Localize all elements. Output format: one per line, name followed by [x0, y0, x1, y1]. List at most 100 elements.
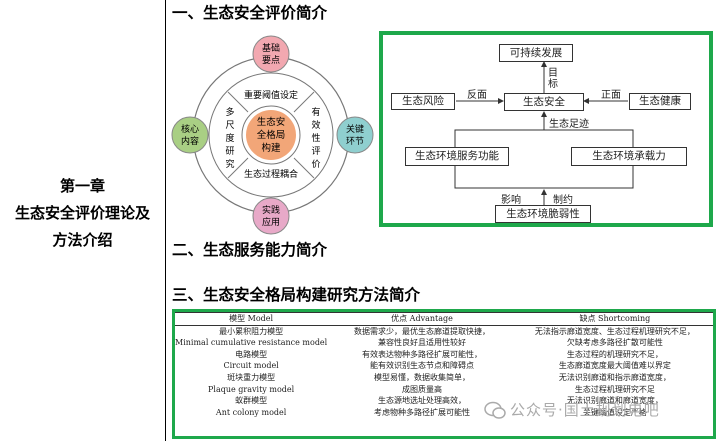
divider-line-tr — [293, 91, 315, 113]
box-capacity: 生态环境承载力 — [571, 147, 687, 166]
table-row: Minimal cumulative resistance model 兼容性良… — [175, 337, 713, 349]
table-cell: 有效表达物种多路径扩展可能性， — [361, 349, 482, 359]
table-cell: 蚁群模型 — [235, 396, 268, 406]
label-target-char: 标 — [548, 79, 558, 90]
ring-label-right: 有 效 性 评 价 — [311, 106, 320, 170]
table-cell: 电路模型 — [235, 349, 268, 359]
table-header-row: 模型 Model 优点 Advantage 缺点 Shortcoming — [175, 312, 713, 326]
column-divider — [165, 0, 166, 441]
ring-left-char: 尺 — [225, 120, 234, 131]
security-pattern-diagram: 生态安 全格局 构建 重要阈值设定 生态过程耦合 多 尺 度 研 究 有 效 性… — [171, 35, 374, 235]
chapter-name-line1: 生态安全评价理论及 — [14, 204, 150, 222]
box-security: 生态安全 — [504, 93, 584, 111]
node-left — [171, 116, 209, 154]
center-text-2: 全格局 — [257, 129, 286, 141]
ring-right-char: 价 — [311, 159, 320, 170]
center-node — [246, 110, 296, 160]
table-cell: 模型易懂，数据收集简单， — [373, 372, 470, 382]
box-risk: 生态风险 — [391, 93, 455, 110]
node-top — [252, 35, 290, 73]
node-right-text-2: 环节 — [346, 136, 364, 147]
header-shortcoming: 缺点 Shortcoming — [579, 314, 651, 323]
section-title-3: 三、生态安全格局构建研究方法简介 — [172, 286, 421, 304]
node-top-text-1: 基础 — [262, 42, 280, 54]
header-advantage: 优点 Advantage — [391, 314, 453, 323]
table-cell: 生态廊道宽度最大阈值难以界定 — [558, 361, 671, 371]
table-cell: 数据需求少，最优生态廊道提取快捷， — [353, 326, 490, 336]
left-column: 第一章 生态安全评价理论及 方法介绍 — [0, 0, 165, 441]
table-cell: 生态过程机理研究不足 — [574, 384, 655, 394]
table-cell: Circuit model — [223, 361, 279, 371]
table-row: 斑块重力模型 模型易懂，数据收集简单， 无法识别廊道和指示廊道宽度， — [175, 372, 713, 384]
ring-left-char: 多 — [225, 106, 234, 118]
ring-right-char: 有 — [311, 106, 320, 118]
ecological-security-flowchart: 可持续发展 目 标 生态风险 反面 生态安全 正面 生态健康 生态足迹 生态环境… — [379, 31, 713, 227]
flowchart-arrows — [454, 61, 634, 206]
table-cell: 无法指示廊道宽度、生态过程机理研究不足， — [534, 326, 695, 336]
label-positive: 正面 — [601, 90, 621, 101]
table-cell: 最小累积阻力模型 — [219, 326, 284, 336]
divider-line-tl — [227, 91, 249, 113]
node-bottom-text-2: 应用 — [262, 216, 280, 228]
ring-label-bottom: 生态过程耦合 — [244, 168, 298, 180]
ring-right-char: 性 — [311, 132, 320, 144]
watermark-text: 公众号·国土规划电吧 — [510, 401, 660, 419]
node-left-text-2: 内容 — [181, 135, 199, 147]
table-cell: 兼容性良好且适用性较好 — [377, 338, 466, 348]
ring-label-left: 多 尺 度 研 究 — [225, 106, 234, 170]
divider-line-bl — [227, 157, 249, 179]
methods-table-container: 模型 Model 优点 Advantage 缺点 Shortcoming 最小累… — [175, 312, 713, 436]
table-cell: 考虑物种多路径扩展可能性 — [373, 407, 470, 417]
table-cell: 关键阈值设定严格 — [582, 407, 647, 417]
box-service: 生态环境服务功能 — [405, 147, 509, 166]
section-title-1: 一、生态安全评价简介 — [172, 4, 328, 22]
table-cell: 无法识别廊道和廊道宽度， — [566, 396, 663, 406]
label-footprint: 生态足迹 — [549, 119, 589, 130]
flowchart-canvas: 可持续发展 目 标 生态风险 反面 生态安全 正面 生态健康 生态足迹 生态环境… — [383, 35, 709, 223]
ring-label-top: 重要阈值设定 — [244, 89, 298, 101]
table-row: 蚁群模型 生态源地选址处理高效， 无法识别廊道和廊道宽度， — [175, 395, 713, 407]
chapter-number: 第一章 — [59, 177, 105, 195]
divider-line-br — [293, 157, 315, 179]
section-title-2: 二、生态服务能力简介 — [172, 241, 328, 259]
table-row: 电路模型 有效表达物种多路径扩展可能性， 生态过程的机理研究不足， — [175, 349, 713, 361]
wechat-icon — [484, 401, 506, 419]
node-bottom — [252, 197, 290, 235]
table-row: Ant colony model 考虑物种多路径扩展可能性 关键阈值设定严格 — [175, 407, 713, 419]
ring-right-char: 效 — [311, 119, 320, 131]
ring-left-char: 研 — [225, 146, 234, 157]
box-health: 生态健康 — [629, 93, 691, 110]
node-right — [336, 116, 374, 154]
label-target: 目 标 — [548, 68, 558, 90]
label-negative: 反面 — [467, 90, 487, 101]
header-model: 模型 Model — [229, 314, 274, 323]
table-cell: Plaque gravity model — [208, 384, 295, 394]
table-row: 最小累积阻力模型 数据需求少，最优生态廊道提取快捷， 无法指示廊道宽度、生态过程… — [175, 325, 713, 337]
node-left-text-1: 核心 — [181, 123, 199, 135]
ring-right-char: 评 — [311, 146, 320, 157]
table-cell: Ant colony model — [215, 407, 287, 417]
label-target-char: 目 — [548, 68, 558, 79]
chapter-name-line2: 方法介绍 — [52, 231, 113, 249]
inner-ring — [241, 105, 301, 165]
methods-comparison-table: 模型 Model 优点 Advantage 缺点 Shortcoming 最小累… — [175, 312, 713, 418]
box-sustainable: 可持续发展 — [499, 44, 573, 62]
table-cell: 斑块重力模型 — [227, 372, 276, 382]
center-text-1: 生态安 — [257, 116, 286, 128]
ring-left-char: 度 — [225, 132, 234, 144]
table-row: Circuit model 能有效识别生态节点和障碍点 生态廊道宽度最大阈值难以… — [175, 360, 713, 372]
methods-table-frame: 模型 Model 优点 Advantage 缺点 Shortcoming 最小累… — [172, 309, 716, 439]
chapter-title: 第一章 生态安全评价理论及 方法介绍 — [0, 173, 165, 254]
node-bottom-text-1: 实践 — [262, 204, 280, 216]
table-cell: 欠缺考虑多路径扩散可能性 — [566, 338, 663, 348]
label-constraint: 制约 — [553, 195, 573, 206]
node-right-text-1: 关键 — [346, 123, 364, 135]
table-cell: 生态源地选址处理高效， — [377, 396, 466, 406]
bracket-fragility — [454, 166, 634, 189]
table-cell: 成图质量高 — [401, 384, 442, 394]
node-top-text-2: 要点 — [262, 55, 280, 66]
table-cell: 无法识别廊道和指示廊道宽度， — [558, 372, 671, 382]
ring-left-char: 究 — [225, 158, 234, 170]
table-cell: Minimal cumulative resistance model — [175, 338, 328, 348]
box-fragility: 生态环境脆弱性 — [495, 205, 591, 223]
